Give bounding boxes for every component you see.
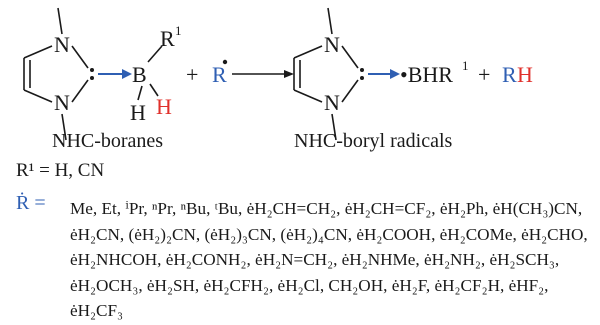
reaction-arrow-head [284,70,294,78]
radical-r: R [212,62,227,87]
b-h-bond [137,85,143,101]
methyl-bond-top [327,7,333,35]
ring-bond [71,79,89,103]
nitrogen-top: N [54,32,70,57]
b-r1-bond [147,45,163,63]
ring-bond [23,89,53,103]
radical-list-line: ėH₂NHCOH, ėH₂CONH₂, ėH₂N=CH₂, ėH₂NHMe, ė… [70,250,560,269]
ring-bond [293,89,323,103]
r1-definition: R¹ = H, CN [16,160,105,181]
nitrogen-bottom: N [54,90,70,115]
r1-label: R [160,26,175,51]
caption-nhc-boranes: NHC-boranes [52,130,164,152]
nitrogen-top: N [324,32,340,57]
ring-bond [71,45,89,69]
ring-bond [293,45,323,59]
radical-list-line: ėH₂OCH₃, ėH₂SH, ėH₂CFH₂, ėH₂Cl, CH₂OH, ė… [70,275,549,295]
lone-pair-dot [90,76,94,80]
lone-pair-dot [90,68,94,72]
b-h-bond-red [149,83,159,97]
radical-list-line: Me, Et, ⁱPr, ⁿPr, ⁿBu, ᵗBu, ėH₂CH=CH₂, ė… [70,199,583,218]
nhc-boryl-radical-structure: N N •BHR 1 [293,7,469,141]
radical-list-line: ėH₂CN, (ėH₂)₂CN, (ėH₂)₃CN, (ėH₂)₄CN, ėH₂… [70,224,588,244]
ring-bond [23,45,53,59]
caption-nhc-boryl-radicals: NHC-boryl radicals [294,130,453,152]
radical-list: Me, Et, ⁱPr, ⁿPr, ⁿBu, ᵗBu, ėH₂CH=CH₂, ė… [70,196,588,324]
boron-atom: B [132,62,147,87]
lone-pair-dot [360,76,364,80]
methyl-bond-bottom [61,113,67,141]
radical-definition-label: Ṙ = [16,192,46,214]
product-h: H [517,62,533,87]
nhc-borane-structure: N N B R 1 H H [23,7,182,141]
ring-bond [341,79,359,103]
hydrogen-atom: H [130,100,146,125]
radical-list-line: ėH₂CF₃ [70,301,124,320]
boryl-superscript: 1 [462,58,469,73]
ring-bond [341,45,359,69]
nitrogen-bottom: N [324,90,340,115]
plus-sign: + [186,62,198,87]
product-r: R [502,62,517,87]
product-plus: + [478,62,490,87]
radical-dot [222,59,228,65]
methyl-bond-bottom [331,113,337,141]
dative-arrow-head [122,69,132,79]
hydrogen-atom-red: H [156,94,172,119]
boryl-group: •BHR [400,62,453,87]
r1-superscript: 1 [175,23,182,38]
methyl-bond-top [57,7,63,35]
reaction-scheme: N N B R 1 H H + R N N [23,7,533,141]
lone-pair-dot [360,68,364,72]
dative-arrow-head [390,69,400,79]
